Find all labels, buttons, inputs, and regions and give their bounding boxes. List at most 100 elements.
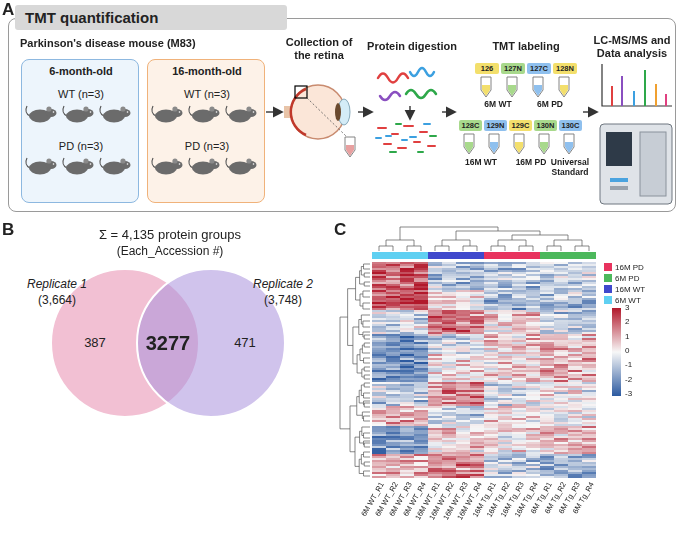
- set-unique: 471: [225, 336, 265, 351]
- graphic-path: [602, 64, 672, 106]
- group-heading: 6-month-old: [22, 65, 140, 78]
- graphic-use: [514, 134, 524, 154]
- dendrogram-branch: [407, 246, 421, 251]
- step-title: LC-MS/MS and Data analysis: [588, 34, 676, 59]
- graphic-rect: [484, 252, 540, 259]
- dendrogram-branch: [554, 240, 582, 246]
- color-scale: [612, 308, 621, 396]
- dendrogram-branch: [364, 264, 370, 269]
- dendrogram-branch: [364, 471, 370, 476]
- graphic-line: [665, 94, 667, 106]
- group-label: PD (n=3): [148, 140, 266, 153]
- dendrogram-branch: [364, 383, 370, 387]
- sample-label: 16M PD: [506, 158, 556, 168]
- tmt-tag: 130N: [534, 120, 557, 131]
- graphic-line: [442, 111, 454, 112]
- group-heading: 16-month-old: [148, 65, 266, 78]
- dendrogram-branch: [364, 273, 370, 277]
- sample-label: Universal Standard: [549, 158, 591, 178]
- spectrum: [602, 64, 672, 106]
- dendrogram-branch: [348, 289, 356, 346]
- set-unique: 387: [75, 336, 115, 351]
- dendrogram-branch: [364, 367, 370, 371]
- legend-swatch: [604, 274, 612, 282]
- dendrogram-branch: [364, 443, 370, 447]
- graphic-use: [100, 106, 131, 123]
- dendrogram-branch: [491, 246, 505, 251]
- graphic-ellipse: [338, 99, 350, 125]
- dendrogram-branch: [361, 267, 364, 276]
- step-title: TMT labeling: [476, 40, 576, 53]
- tag-text: 130C: [559, 120, 582, 131]
- dendrogram-branch: [512, 235, 568, 240]
- dendrogram-branch: [363, 291, 370, 297]
- panel-letter: B: [2, 220, 22, 240]
- dendrogram-branch: [364, 441, 370, 445]
- set-name: Replicate 2: [248, 278, 318, 292]
- graphic-use: [345, 137, 355, 157]
- dendrogram-branch: [362, 345, 370, 353]
- dendrogram-branch: [355, 437, 360, 466]
- graphic-use: [152, 158, 183, 175]
- graphic-use: [189, 106, 220, 123]
- graphic-rect: [372, 252, 428, 259]
- dendrogram-branch: [547, 246, 561, 251]
- dendrogram-branch: [359, 320, 363, 335]
- dendrogram-branch: [456, 231, 540, 240]
- proteins: [376, 68, 436, 152]
- graphic-rect: [295, 86, 307, 98]
- tmt-tag: 128C: [459, 120, 482, 131]
- scale-tick: -3: [625, 389, 645, 398]
- graphic-use: [26, 106, 57, 123]
- group-color-bar: [372, 252, 596, 259]
- tag-text: 129C: [509, 120, 532, 131]
- tmt-tag: 126: [475, 63, 499, 74]
- dendrogram-branch: [364, 343, 370, 347]
- dendrogram-branch: [360, 349, 364, 361]
- group-box: 16-month-old WT (n=3) PD (n=3): [147, 59, 265, 203]
- graphic-use: [481, 77, 491, 97]
- graphic-use: [533, 77, 543, 97]
- graphic-line: [655, 84, 657, 106]
- scale-tick: 2: [625, 317, 645, 326]
- graphic-line: [644, 70, 646, 106]
- dendrogram-branch: [363, 332, 370, 337]
- graphic-rect: [640, 132, 666, 196]
- dendrogram-branch: [360, 294, 363, 306]
- dendrogram-branch: [442, 240, 470, 246]
- graphic-use: [464, 134, 474, 154]
- dendrogram-branch: [400, 227, 498, 240]
- legend-swatch: [604, 285, 612, 293]
- graphic-use: [26, 158, 57, 175]
- dendrogram-branch: [519, 246, 533, 251]
- panel-title: TMT quantification: [15, 5, 287, 30]
- set-count: (3,748): [248, 294, 318, 308]
- dendrogram-branch: [364, 335, 370, 339]
- dendrogram-branch: [362, 369, 364, 377]
- dendrogram-branch: [364, 375, 370, 379]
- dendrogram-branch: [359, 459, 363, 473]
- scale-tick: -1: [625, 360, 645, 369]
- overlap-count: 3277: [138, 332, 198, 355]
- dendrogram-branch: [364, 401, 370, 405]
- tag-text: 127C: [527, 63, 551, 74]
- dendrogram-branch: [363, 303, 370, 309]
- dendrogram-branch: [359, 390, 363, 403]
- graphic-ellipse: [335, 103, 341, 121]
- graphic-path: [390, 124, 436, 152]
- sample-label: 16M WT: [456, 158, 506, 168]
- dendrogram-branch: [350, 406, 357, 452]
- set-name: Replicate 1: [22, 278, 92, 292]
- graphic-line: [633, 91, 635, 106]
- group-label: WT (n=3): [148, 88, 266, 101]
- panel-letter: A: [2, 0, 22, 20]
- scale-tick: 1: [625, 332, 645, 341]
- graphic-line: [307, 98, 346, 136]
- graphic-use: [559, 77, 569, 97]
- dendrogram-branch: [498, 240, 526, 246]
- graphic-rect: [428, 252, 484, 259]
- dendrogram-branch: [364, 452, 370, 457]
- graphic-rect: [610, 186, 628, 190]
- graphic-path: [378, 126, 435, 148]
